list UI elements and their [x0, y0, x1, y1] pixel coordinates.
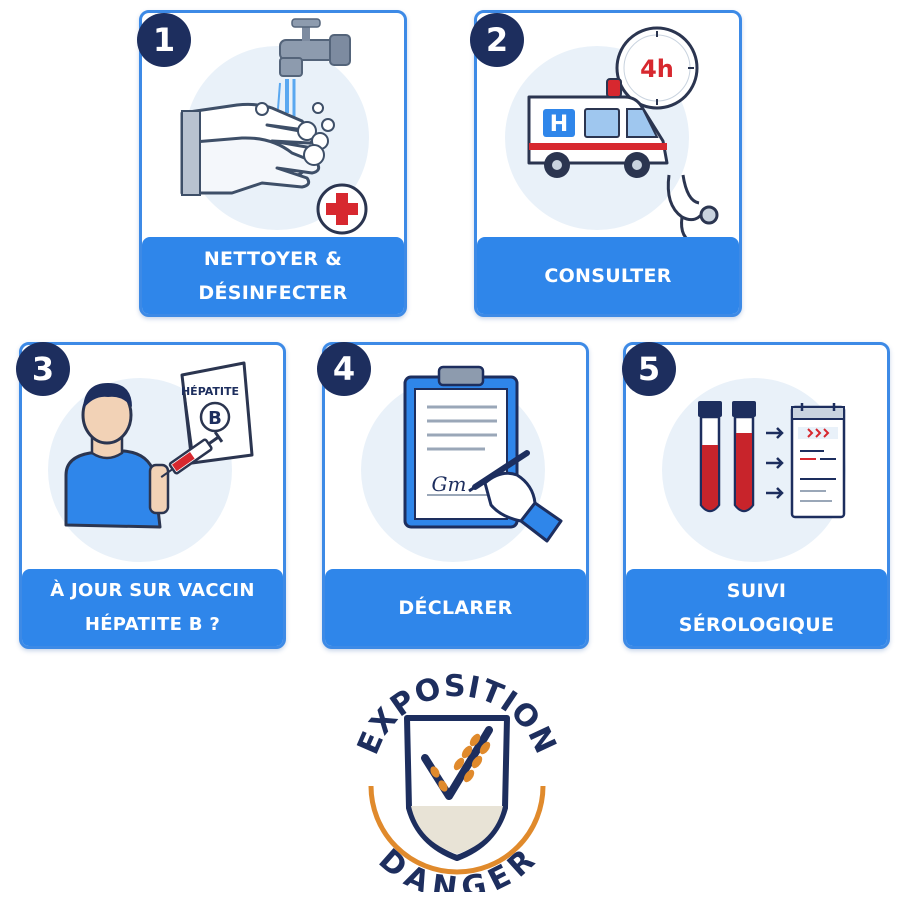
exposition-danger-logo: EXPOSITION DANGER — [345, 668, 569, 900]
medical-cross-icon — [316, 183, 368, 235]
clock-text: 4h — [640, 55, 674, 83]
hand-washing-illustration — [142, 13, 404, 253]
clock-icon: 4h — [615, 26, 699, 110]
step-2-label: CONSULTER — [477, 237, 739, 314]
ambulance-letter: H — [550, 112, 568, 137]
step-1-label: NETTOYER & DÉSINFECTER — [142, 237, 404, 314]
arrows-icon — [766, 427, 784, 499]
step-4-label: DÉCLARER — [325, 569, 586, 646]
step-3-number-badge: 3 — [16, 342, 70, 396]
hands-icon — [180, 102, 321, 196]
ambulance-illustration: 4h H — [477, 13, 739, 253]
step-5-label: SUIVI SÉROLOGIQUE — [626, 569, 887, 646]
step-card-1: NETTOYER & DÉSINFECTER — [139, 10, 407, 317]
person-icon — [64, 383, 170, 529]
vaccine-card-title: HÉPATITE — [181, 385, 239, 398]
signature-text: Gm — [432, 472, 467, 496]
step-4-number-badge: 4 — [317, 342, 371, 396]
test-tubes-icon — [698, 401, 756, 513]
step-card-2: 4h H CONSULTER — [474, 10, 742, 317]
step-card-5: SUIVI SÉROLOGIQUE — [623, 342, 890, 649]
syringe-icon — [160, 431, 224, 478]
soap-bubbles-icon — [255, 102, 335, 166]
vaccine-card-icon: HÉPATITE B — [180, 361, 254, 465]
shield-icon — [404, 715, 510, 861]
vaccination-illustration: HÉPATITE B — [22, 345, 283, 585]
step-3-label: À JOUR SUR VACCIN HÉPATITE B ? — [22, 569, 283, 646]
declaration-illustration: Gm — [325, 345, 586, 585]
faucet-icon — [277, 18, 351, 117]
results-sheet-icon — [790, 403, 846, 519]
serology-illustration — [626, 345, 887, 585]
step-1-number-badge: 1 — [137, 13, 191, 67]
ambulance-icon: H — [527, 78, 669, 178]
stethoscope-icon — [666, 174, 719, 245]
step-2-number-badge: 2 — [470, 13, 524, 67]
step-card-3: HÉPATITE B — [19, 342, 286, 649]
hand-writing-icon — [468, 450, 563, 543]
vaccine-card-letter: B — [208, 408, 222, 429]
step-card-4: Gm DÉCLARER — [322, 342, 589, 649]
step-5-number-badge: 5 — [622, 342, 676, 396]
